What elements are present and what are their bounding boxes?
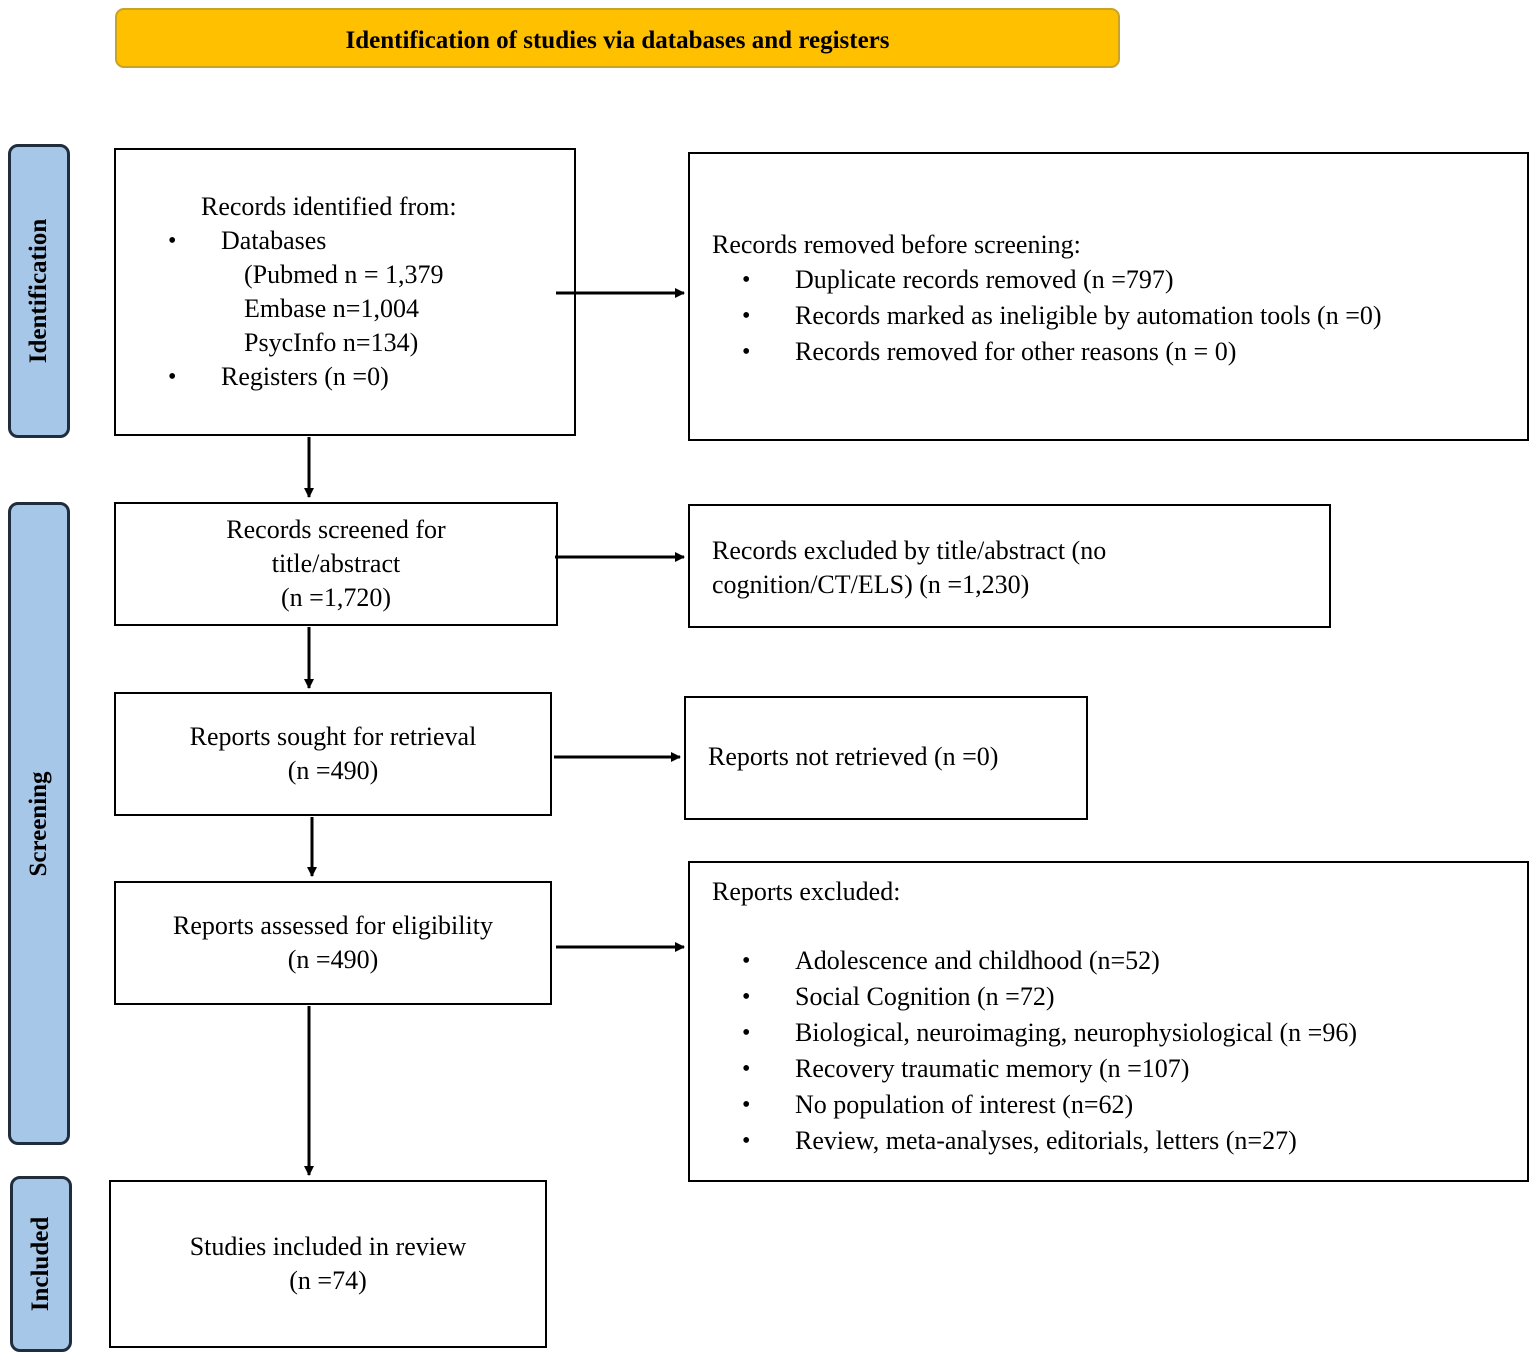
reports-excluded-list: Adolescence and childhood (n=52) Social … bbox=[690, 943, 1527, 1159]
reports-assessed-count: (n =490) bbox=[287, 945, 379, 974]
psycinfo-count: PsycInfo n=134) bbox=[244, 328, 419, 357]
phase-identification: Identification bbox=[8, 144, 70, 438]
excluded-reason-item: Social Cognition (n =72) bbox=[690, 979, 1527, 1015]
reports-sought-line1: Reports sought for retrieval bbox=[189, 722, 477, 751]
reports-assessed-box: Reports assessed for eligibility (n =490… bbox=[114, 881, 552, 1005]
databases-item: Databases bbox=[116, 224, 574, 258]
records-identified-box: Records identified from: Databases (Pubm… bbox=[114, 148, 576, 436]
reports-not-retrieved-text: Reports not retrieved (n =0) bbox=[708, 742, 999, 771]
records-removed-list: Duplicate records removed (n =797) Recor… bbox=[690, 262, 1527, 370]
removed-item: Records removed for other reasons (n = 0… bbox=[690, 334, 1527, 370]
records-screened-line2: title/abstract bbox=[271, 549, 401, 578]
records-screened-count: (n =1,720) bbox=[281, 583, 391, 612]
diagram-header: Identification of studies via databases … bbox=[115, 8, 1120, 68]
registers-label: Registers (n =0) bbox=[221, 362, 389, 391]
records-removed-heading: Records removed before screening: bbox=[712, 230, 1081, 259]
reports-excluded-box: Reports excluded: Adolescence and childh… bbox=[688, 861, 1529, 1182]
records-identified-heading: Records identified from: bbox=[201, 192, 457, 221]
registers-list: Registers (n =0) bbox=[116, 360, 574, 394]
removed-item: Duplicate records removed (n =797) bbox=[690, 262, 1527, 298]
excluded-reason-item: Adolescence and childhood (n=52) bbox=[690, 943, 1527, 979]
studies-included-line1: Studies included in review bbox=[189, 1232, 467, 1261]
reports-sought-count: (n =490) bbox=[287, 756, 379, 785]
excluded-reason-item: Biological, neuroimaging, neurophysiolog… bbox=[690, 1015, 1527, 1051]
records-screened-line1: Records screened for bbox=[226, 515, 446, 544]
pubmed-count: (Pubmed n = 1,379 bbox=[244, 260, 444, 289]
records-excluded-box: Records excluded by title/abstract (no c… bbox=[688, 504, 1331, 628]
reports-sought-box: Reports sought for retrieval (n =490) bbox=[114, 692, 552, 816]
embase-count: Embase n=1,004 bbox=[244, 294, 419, 323]
reports-excluded-heading: Reports excluded: bbox=[712, 877, 901, 906]
reports-not-retrieved-box: Reports not retrieved (n =0) bbox=[684, 696, 1088, 820]
excluded-reason-item: Recovery traumatic memory (n =107) bbox=[690, 1051, 1527, 1087]
studies-included-box: Studies included in review (n =74) bbox=[109, 1180, 547, 1348]
records-excluded-line2: cognition/CT/ELS) (n =1,230) bbox=[712, 570, 1030, 599]
phase-screening: Screening bbox=[8, 502, 70, 1145]
excluded-reason-item: No population of interest (n=62) bbox=[690, 1087, 1527, 1123]
records-removed-box: Records removed before screening: Duplic… bbox=[688, 152, 1529, 441]
phase-included: Included bbox=[10, 1176, 72, 1352]
header-title: Identification of studies via databases … bbox=[345, 27, 890, 54]
records-screened-box: Records screened for title/abstract (n =… bbox=[114, 502, 558, 626]
registers-item: Registers (n =0) bbox=[116, 360, 574, 394]
excluded-reason-item: Review, meta-analyses, editorials, lette… bbox=[690, 1123, 1527, 1159]
reports-assessed-line1: Reports assessed for eligibility bbox=[173, 911, 493, 940]
studies-included-count: (n =74) bbox=[289, 1266, 367, 1295]
records-excluded-line1: Records excluded by title/abstract (no bbox=[712, 536, 1107, 565]
removed-item: Records marked as ineligible by automati… bbox=[690, 298, 1527, 334]
databases-label: Databases bbox=[221, 226, 327, 255]
records-identified-list: Databases bbox=[116, 224, 574, 258]
